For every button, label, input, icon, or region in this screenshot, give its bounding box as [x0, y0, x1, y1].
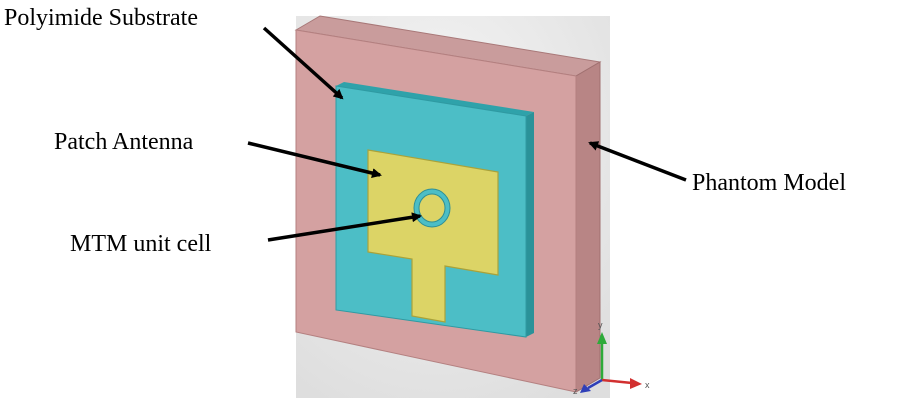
z-axis-arrowhead [580, 384, 591, 393]
z-axis-line [587, 378, 603, 390]
y-axis-arrowhead [597, 332, 607, 344]
mtm-unit-cell-label: MTM unit cell [70, 231, 212, 257]
x-axis-arrowhead [630, 378, 642, 389]
substrate-arrow [262, 26, 344, 100]
y-axis-label: y [598, 320, 603, 330]
z-axis-label: z [573, 386, 578, 396]
substrate-top-edge [336, 82, 534, 116]
x-axis-line [601, 378, 633, 385]
patch-arrow [247, 141, 382, 178]
mtm-inner-ring [418, 193, 446, 223]
phantom-model-label: Phantom Model [692, 170, 846, 196]
phantom-arrow [588, 141, 687, 182]
patch-antenna-label: Patch Antenna [54, 129, 194, 155]
x-axis-label: x [645, 380, 650, 390]
substrate-side-edge [526, 112, 534, 337]
polyimide-substrate-label: Polyimide Substrate [4, 5, 198, 31]
phantom-side-face [575, 61, 601, 393]
patch-antenna-shape [367, 149, 499, 323]
axes-triad: y x z [573, 320, 650, 396]
mtm-arrow [267, 212, 422, 242]
